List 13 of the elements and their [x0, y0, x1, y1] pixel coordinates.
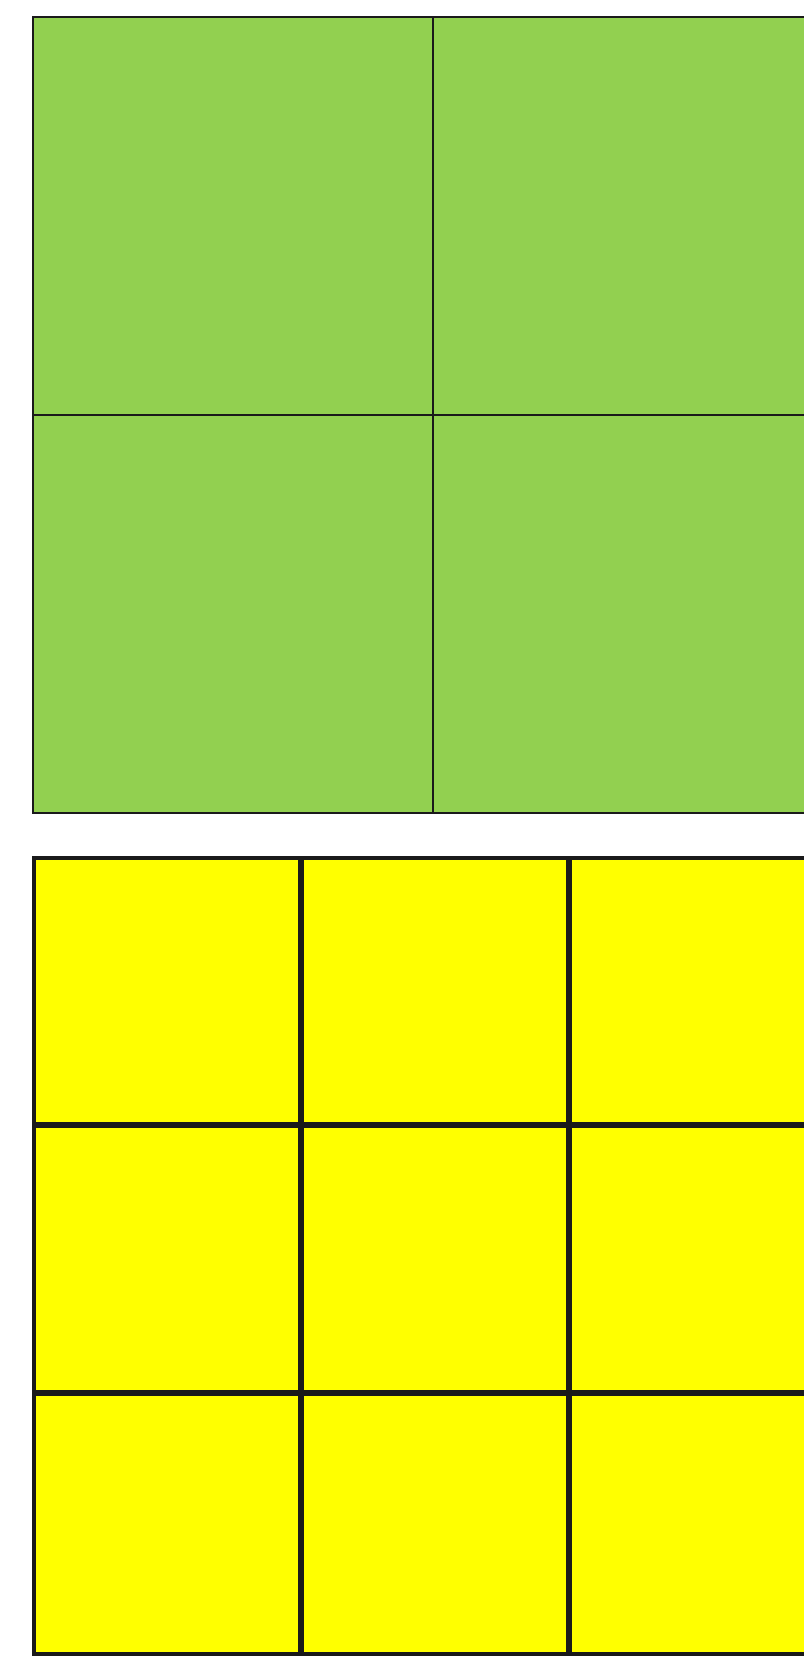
- grid-cell: [568, 1392, 804, 1656]
- grid-cell: [32, 16, 434, 416]
- grid-cell: [300, 1392, 570, 1656]
- grid-cell: [568, 856, 804, 1126]
- grid-cell: [568, 1124, 804, 1394]
- grid-cell: [32, 414, 434, 814]
- grid-cell: [32, 1392, 302, 1656]
- grid-cell: [432, 414, 804, 814]
- grid-cell: [32, 856, 302, 1126]
- grid-cell: [32, 1124, 302, 1394]
- grid-cell: [300, 1124, 570, 1394]
- grid-cell: [300, 856, 570, 1126]
- grid-cell: [432, 16, 804, 416]
